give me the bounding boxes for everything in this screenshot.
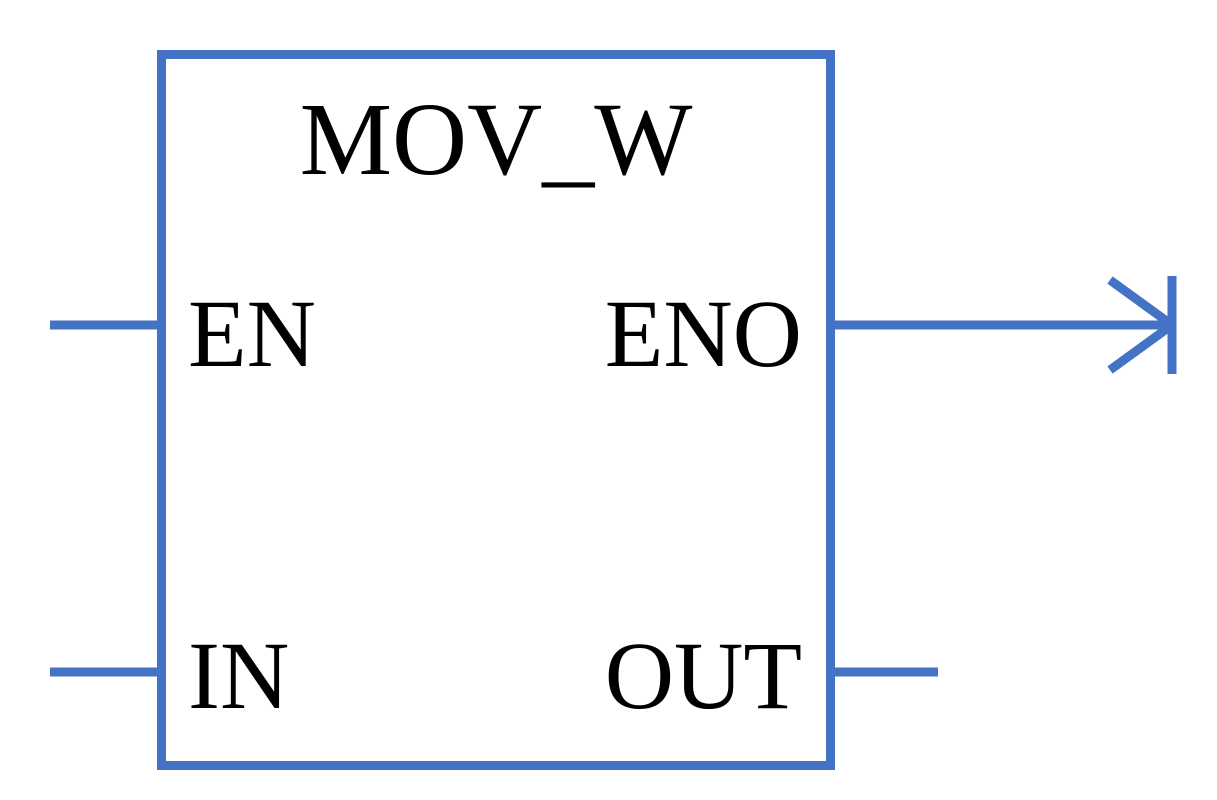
pin-label-en: EN [188,280,316,387]
function-block-box[interactable] [157,50,835,770]
pin-label-in: IN [188,622,290,729]
block-title: MOV_W [299,82,693,197]
arrow-head-icon [1107,276,1175,374]
pin-label-out: OUT [604,622,802,729]
pin-label-eno: ENO [604,280,802,387]
